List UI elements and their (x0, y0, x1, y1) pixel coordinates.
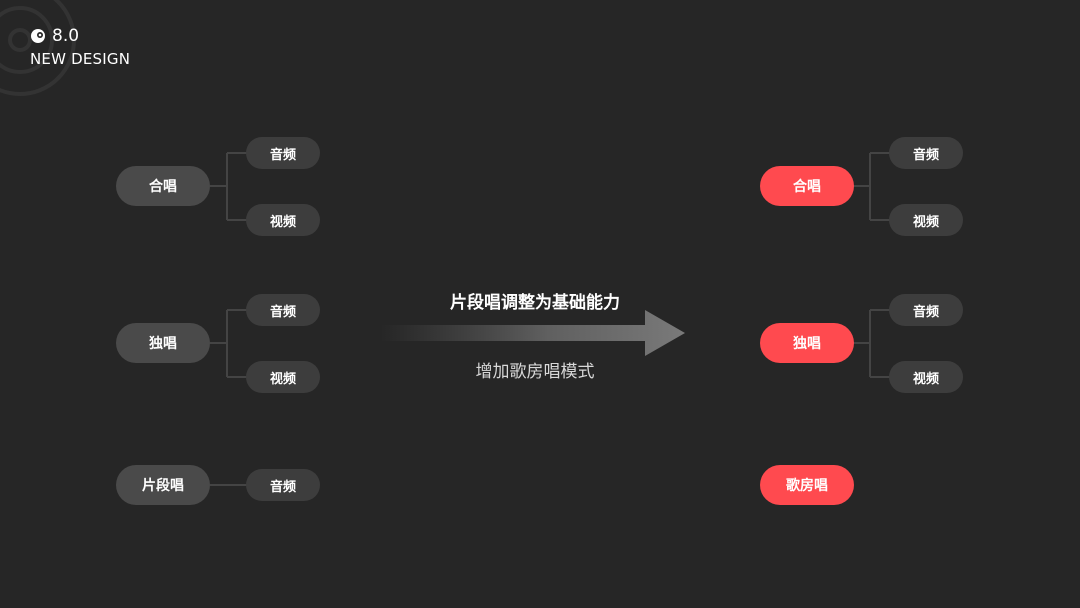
before-leaf-chorus-video: 视频 (246, 204, 320, 236)
before-leaf-chorus-audio: 音频 (246, 137, 320, 169)
after-node-karaoke-room: 歌房唱 (760, 465, 854, 505)
version-label: 8.0 (52, 26, 80, 46)
before-leaf-solo-video: 视频 (246, 361, 320, 393)
before-leaf-solo-audio: 音频 (246, 294, 320, 326)
before-node-snippet: 片段唱 (116, 465, 210, 505)
brand-version: 8.0 (30, 26, 79, 46)
background-circles-decoration (0, 0, 76, 96)
brand-title: NEW DESIGN (30, 50, 131, 68)
change-title: 片段唱调整为基础能力 (450, 293, 620, 313)
after-leaf-chorus-video: 视频 (889, 204, 963, 236)
before-node-solo: 独唱 (116, 323, 210, 363)
after-leaf-chorus-audio: 音频 (889, 137, 963, 169)
after-node-chorus: 合唱 (760, 166, 854, 206)
after-node-solo: 独唱 (760, 323, 854, 363)
after-leaf-solo-audio: 音频 (889, 294, 963, 326)
change-subtitle: 增加歌房唱模式 (475, 362, 595, 382)
brand-logo-icon (31, 29, 45, 43)
before-node-chorus: 合唱 (116, 166, 210, 206)
after-leaf-solo-video: 视频 (889, 361, 963, 393)
transition-arrow-icon (380, 310, 685, 356)
before-leaf-snippet-audio: 音频 (246, 469, 320, 501)
